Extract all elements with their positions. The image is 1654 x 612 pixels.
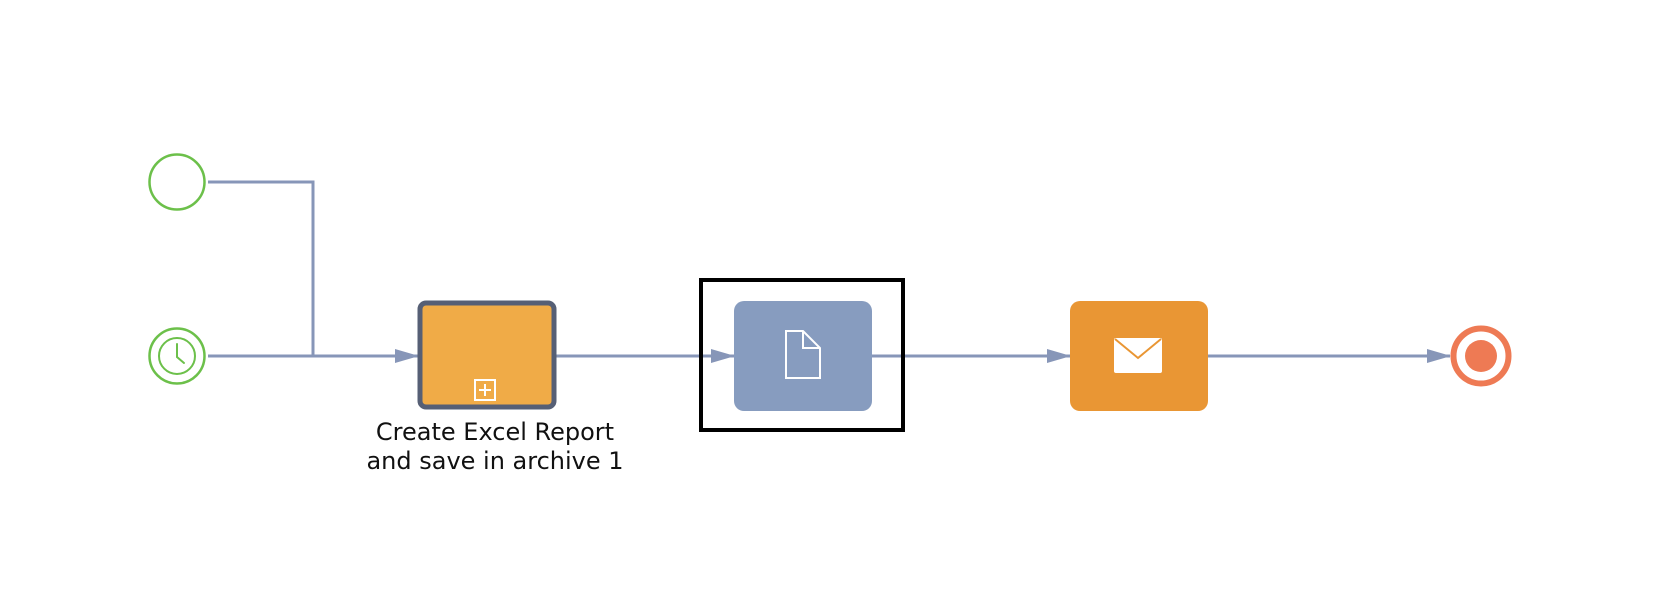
flow-start-to-subprocess[interactable]	[208, 180, 315, 356]
selection-frame	[699, 278, 905, 432]
document-icon	[785, 330, 821, 379]
start-event[interactable]	[148, 153, 206, 211]
subprocess-create-excel-report[interactable]	[417, 300, 557, 410]
end-event[interactable]	[1450, 325, 1512, 387]
plus-square-icon[interactable]	[474, 379, 496, 401]
document-task[interactable]	[734, 301, 872, 411]
clock-icon	[158, 337, 196, 375]
subprocess-label-line-1: Create Excel Report	[375, 418, 615, 446]
subprocess-label-line-2: and save in archive 1	[366, 447, 624, 475]
timer-start-event[interactable]	[148, 327, 206, 385]
subprocess-label: Create Excel Report and save in archive …	[330, 418, 660, 476]
send-task[interactable]	[1070, 301, 1208, 411]
envelope-icon	[1114, 338, 1162, 373]
